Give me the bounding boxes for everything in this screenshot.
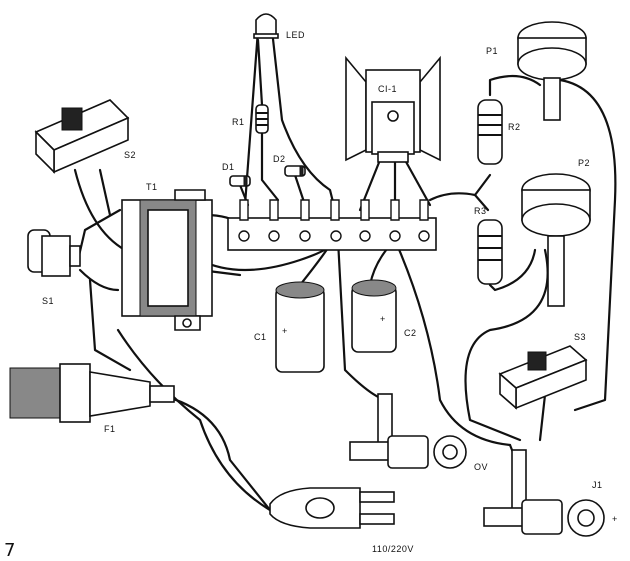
led-label: LED [286,30,305,40]
t1-label: T1 [146,182,158,192]
potentiometer-p2: P2 [521,158,591,307]
transformer-t1: T1 [121,182,213,331]
led: LED [253,13,305,40]
s2-label: S2 [124,150,136,160]
f1-label: F1 [104,424,116,434]
ov-label: OV [474,462,488,472]
p1-label: P1 [486,46,498,56]
d2-label: D2 [273,154,286,164]
ci1-label: CI-1 [378,84,397,94]
capacitor-c2: + C2 [351,279,417,353]
p2-label: P2 [578,158,590,168]
figure-number: 7 [4,540,15,561]
terminal-strip [227,199,437,251]
s1-label: S1 [42,296,54,306]
binding-post-ov: OV [349,393,488,472]
regulator-ci1: CI-1 [345,55,441,163]
capacitor-c1: + C1 [254,281,325,373]
r1-label: R1 [232,117,245,127]
r2-label: R2 [508,122,521,132]
mains-label: 110/220V [372,544,414,554]
j1-plus: + [612,514,618,524]
r3-label: R3 [474,206,487,216]
switch-s3: S3 [498,332,588,410]
mains-plug: 110/220V [269,487,414,554]
resistor-r3: R3 [474,206,503,285]
potentiometer-p1: P1 [486,21,587,121]
switch-s2: S2 [34,99,136,174]
diode-d2: D2 [273,154,306,177]
c2-label: C2 [404,328,417,338]
c2-plus: + [380,314,386,324]
s3-label: S3 [574,332,586,342]
c1-plus: + [282,326,288,336]
switch-s1: S1 [27,229,81,306]
resistor-r2: R2 [477,99,521,165]
c1-label: C1 [254,332,267,342]
diode-d1: D1 [222,162,251,187]
j1-label: J1 [592,480,603,490]
d1-label: D1 [222,162,235,172]
fuse-holder-f1: F1 [9,363,175,434]
binding-post-j1: J1 + [483,449,618,537]
resistor-r1: R1 [232,104,269,134]
